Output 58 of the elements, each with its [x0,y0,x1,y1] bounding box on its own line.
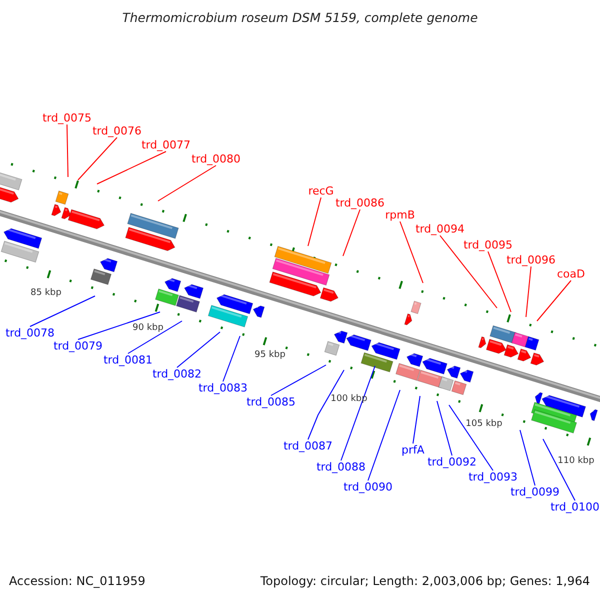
gene-label: trd_0096 [506,254,556,266]
gene-label: trd_0075 [42,112,92,124]
scale-label: 110 kbp [558,456,594,466]
gene-label: trd_0078 [5,326,55,340]
gene-label: trd_0082 [152,368,202,380]
gene-label: recG [308,184,334,198]
scale-label: 90 kbp [132,323,164,333]
gene-label: trd_0099 [510,486,560,498]
leader-line [96,151,166,184]
leader-line [342,209,360,256]
chart-title: Thermomicrobium roseum DSM 5159, complete genome [121,10,479,25]
leader-line [488,251,512,312]
leader-line [536,280,572,322]
leader-line [400,221,424,284]
leader-line [440,235,498,308]
leader-line [308,197,322,246]
leader-line [158,165,216,202]
gene-label: rpmB [385,208,415,222]
gene-label: trd_0085 [246,396,296,408]
leader-line [368,390,400,481]
leader-line [128,320,182,354]
leader-line [520,430,536,486]
gene-label: trd_0083 [198,382,248,394]
leader-line [78,312,160,340]
gene-label: trd_0080 [191,152,241,166]
leader-line [436,400,452,456]
leader-line [308,370,344,440]
gene-label: trd_0094 [415,222,465,236]
scale-label: 105 kbp [466,419,502,429]
gene-label: trd_0100 [550,500,600,514]
gene-label: coaD [557,268,585,280]
gene-label: prfA [402,444,424,456]
accession-text: Accession: NC_011959 [9,574,146,588]
leader-line [176,332,220,368]
gene-label: trd_0090 [343,480,393,494]
gene-label: trd_0086 [335,196,385,210]
leader-line [448,404,494,471]
gene-label: trd_0087 [283,440,333,452]
leader-line [78,137,118,180]
leader-line [270,364,326,396]
gene-label: trd_0095 [463,238,513,252]
gene-label: trd_0093 [468,470,518,484]
leader-line [542,438,576,501]
gene-label: trd_0077 [141,138,191,152]
genome-info-text: Topology: circular; Length: 2,003,006 bp; Genes: 1,964 [260,574,590,588]
gene-label: trd_0088 [316,460,366,474]
gene-label: trd_0076 [92,124,142,138]
leader-line [30,296,96,327]
gene-label: trd_0079 [53,340,103,352]
gene-label: trd_0081 [103,354,153,366]
leader-line [340,366,376,461]
leader-line [66,124,68,178]
leader-line [222,336,240,382]
leader-line [412,396,420,444]
leader-line [526,266,532,318]
gene-label: trd_0092 [427,456,477,468]
scale-label: 95 kbp [254,350,286,360]
scale-label: 85 kbp [30,288,62,298]
